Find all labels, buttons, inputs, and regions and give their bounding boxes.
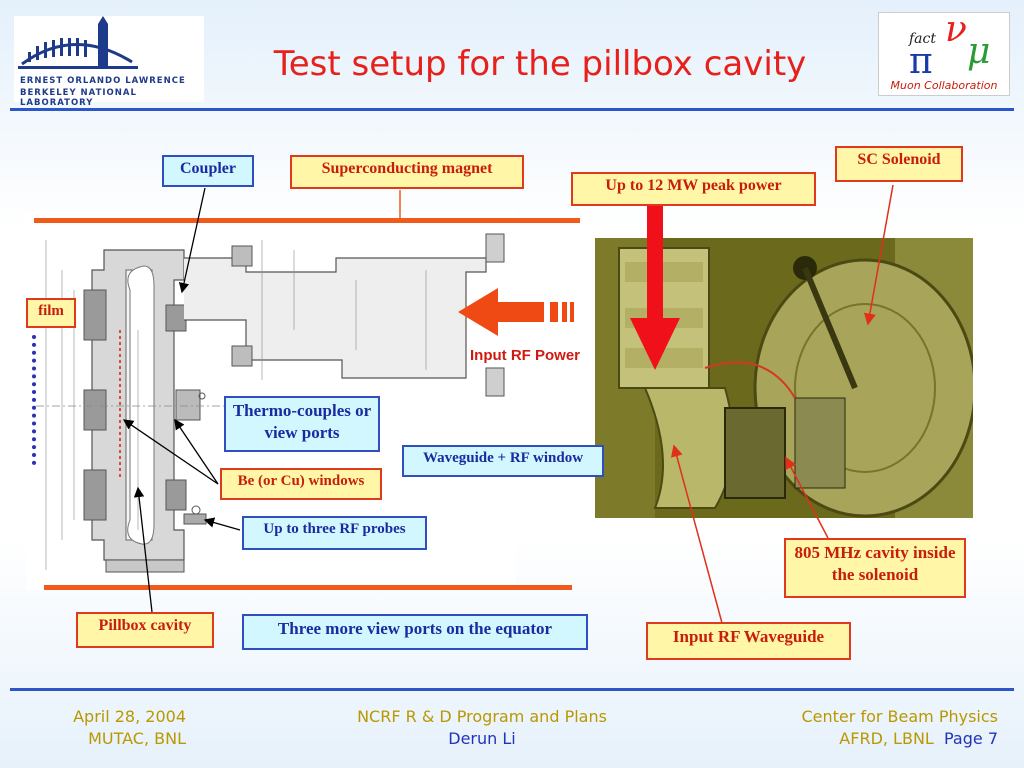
- footer-talk: NCRF R & D Program and Plans: [357, 707, 607, 726]
- footer-org1: Center for Beam Physics: [801, 707, 999, 726]
- mu-symbol-icon: μ: [967, 31, 991, 72]
- page-title: Test setup for the pillbox cavity: [273, 44, 807, 84]
- magnet-outline-top: [34, 218, 580, 223]
- label-waveguide-window: Waveguide + RF window: [402, 445, 604, 477]
- peak-power-arrow: [630, 206, 680, 370]
- muon-collaboration-logo: fact ν μ π Muon Collaboration: [878, 9, 1010, 96]
- label-rf-probes: Up to three RF probes: [242, 516, 427, 550]
- muon-logo-fact: fact: [909, 31, 936, 47]
- footer-page-number: Page 7: [944, 729, 998, 748]
- header-rule: [10, 108, 1014, 111]
- film-dotted-line: [32, 335, 36, 465]
- label-input-waveguide: Input RF Waveguide: [646, 622, 851, 660]
- label-peak-power: Up to 12 MW peak power: [571, 172, 816, 206]
- label-view-ports: Three more view ports on the equator: [242, 614, 588, 650]
- label-pillbox-cavity: Pillbox cavity: [76, 612, 214, 648]
- label-windows: Be (or Cu) windows: [220, 468, 382, 500]
- label-input-rf-power: Input RF Power: [470, 347, 580, 364]
- footer-venue: MUTAC, BNL: [88, 729, 186, 748]
- nu-symbol-icon: ν: [945, 9, 967, 50]
- label-sc-solenoid: SC Solenoid: [835, 146, 963, 182]
- cavity-drawing-svg: [36, 233, 505, 573]
- footer-right: Center for Beam Physics AFRD, LBNL Page …: [740, 706, 999, 750]
- label-cavity-inside: 805 MHz cavity inside the solenoid: [784, 538, 966, 598]
- lbnl-logo-line1: Ernest Orlando Lawrence: [20, 76, 186, 86]
- label-superconducting-magnet: Superconducting magnet: [290, 155, 524, 189]
- solenoid-photo-svg: [595, 238, 973, 518]
- solenoid-photo: [595, 238, 973, 518]
- lbnl-logo-line2: Berkeley National Laboratory: [20, 88, 137, 108]
- label-coupler: Coupler: [162, 155, 254, 187]
- footer-author: Derun Li: [448, 729, 516, 748]
- magnet-outline-bottom: [44, 585, 572, 590]
- footer-date: April 28, 2004: [73, 707, 186, 726]
- footer-left: April 28, 2004 MUTAC, BNL: [50, 706, 186, 750]
- footer-center: NCRF R & D Program and Plans Derun Li: [300, 706, 664, 750]
- label-thermo-couples: Thermo-couples or view ports: [224, 396, 380, 452]
- input-rf-power-arrow: [458, 288, 574, 336]
- lbnl-logo: Ernest Orlando Lawrence Berkeley Nationa…: [14, 16, 204, 108]
- muon-logo-text: Muon Collaboration: [890, 79, 998, 92]
- footer-org2: AFRD, LBNL: [839, 729, 934, 748]
- footer-rule: [10, 688, 1014, 691]
- lbnl-building-icon: [18, 16, 138, 69]
- label-film: film: [26, 298, 76, 328]
- pi-symbol-icon: π: [909, 41, 933, 82]
